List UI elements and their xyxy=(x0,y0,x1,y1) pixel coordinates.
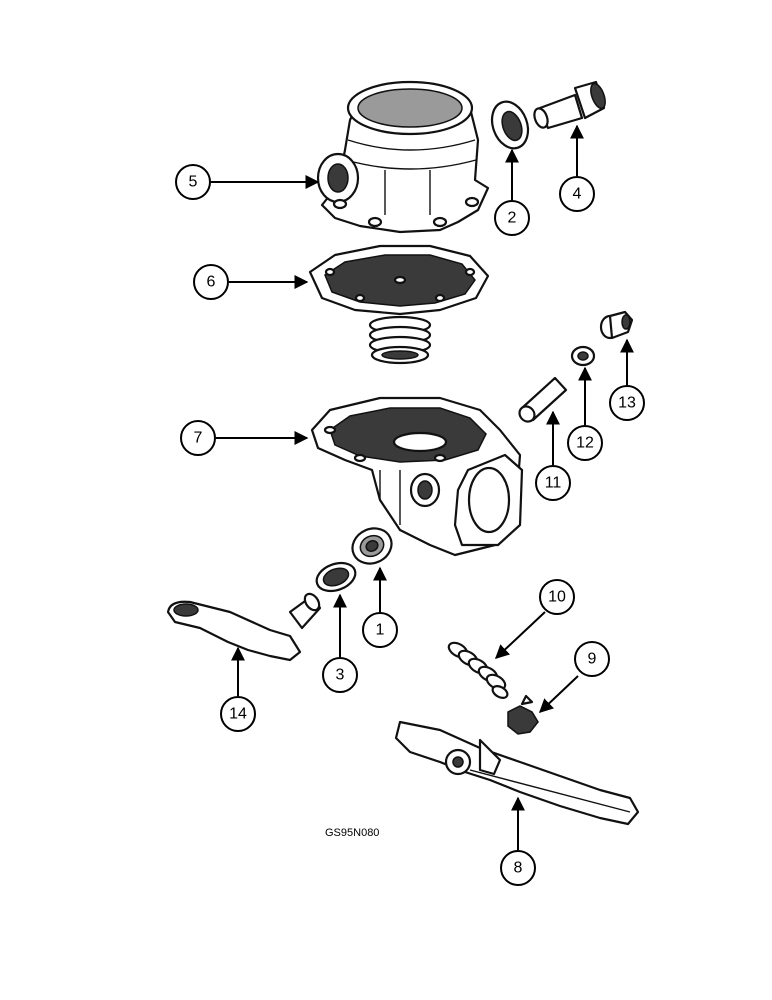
spring-part xyxy=(447,641,509,699)
callout-13-label: 13 xyxy=(618,395,636,412)
callout-1-label: 1 xyxy=(376,622,385,639)
small-plug-part xyxy=(599,310,634,340)
callout-13: 13 xyxy=(609,385,645,421)
callout-10: 10 xyxy=(539,579,575,615)
callout-9: 9 xyxy=(574,641,610,677)
diaphragm-part xyxy=(308,244,490,365)
callout-14: 14 xyxy=(220,696,256,732)
leader-line-9 xyxy=(538,675,579,713)
callout-7: 7 xyxy=(180,420,216,456)
callout-5: 5 xyxy=(175,164,211,200)
callout-8: 8 xyxy=(500,850,536,886)
callout-4: 4 xyxy=(559,176,595,212)
lever-shaft-part xyxy=(166,592,322,662)
leader-line-10 xyxy=(494,611,546,659)
callout-11: 11 xyxy=(535,465,571,501)
callout-6-label: 6 xyxy=(207,274,216,291)
seal-ring-part xyxy=(490,100,530,150)
figure-code: GS95N080 xyxy=(325,827,379,839)
callout-10-label: 10 xyxy=(548,589,566,606)
callout-4-label: 4 xyxy=(573,186,582,203)
callout-8-label: 8 xyxy=(514,860,523,877)
plug-part xyxy=(533,80,606,130)
callout-6: 6 xyxy=(193,264,229,300)
callout-12: 12 xyxy=(567,425,603,461)
callout-5-label: 5 xyxy=(189,174,198,191)
clip-ring-part xyxy=(315,561,357,593)
callout-12-label: 12 xyxy=(576,435,594,452)
rocker-arm-part xyxy=(394,720,640,826)
callout-3: 3 xyxy=(322,657,358,693)
pin-part xyxy=(518,376,568,423)
retainer-part xyxy=(507,694,539,735)
pump-cover-part xyxy=(316,80,490,234)
callout-3-label: 3 xyxy=(336,667,345,684)
small-washer-part xyxy=(570,345,596,367)
callout-1: 1 xyxy=(362,612,398,648)
leader-lines xyxy=(211,124,634,850)
callout-7-label: 7 xyxy=(194,430,203,447)
bushing-part xyxy=(351,527,393,565)
callout-11-label: 11 xyxy=(545,475,562,492)
callout-9-label: 9 xyxy=(588,651,597,668)
callout-14-label: 14 xyxy=(229,706,247,723)
callout-2: 2 xyxy=(494,200,530,236)
callout-2-label: 2 xyxy=(508,210,517,227)
pump-body-part xyxy=(310,396,524,557)
